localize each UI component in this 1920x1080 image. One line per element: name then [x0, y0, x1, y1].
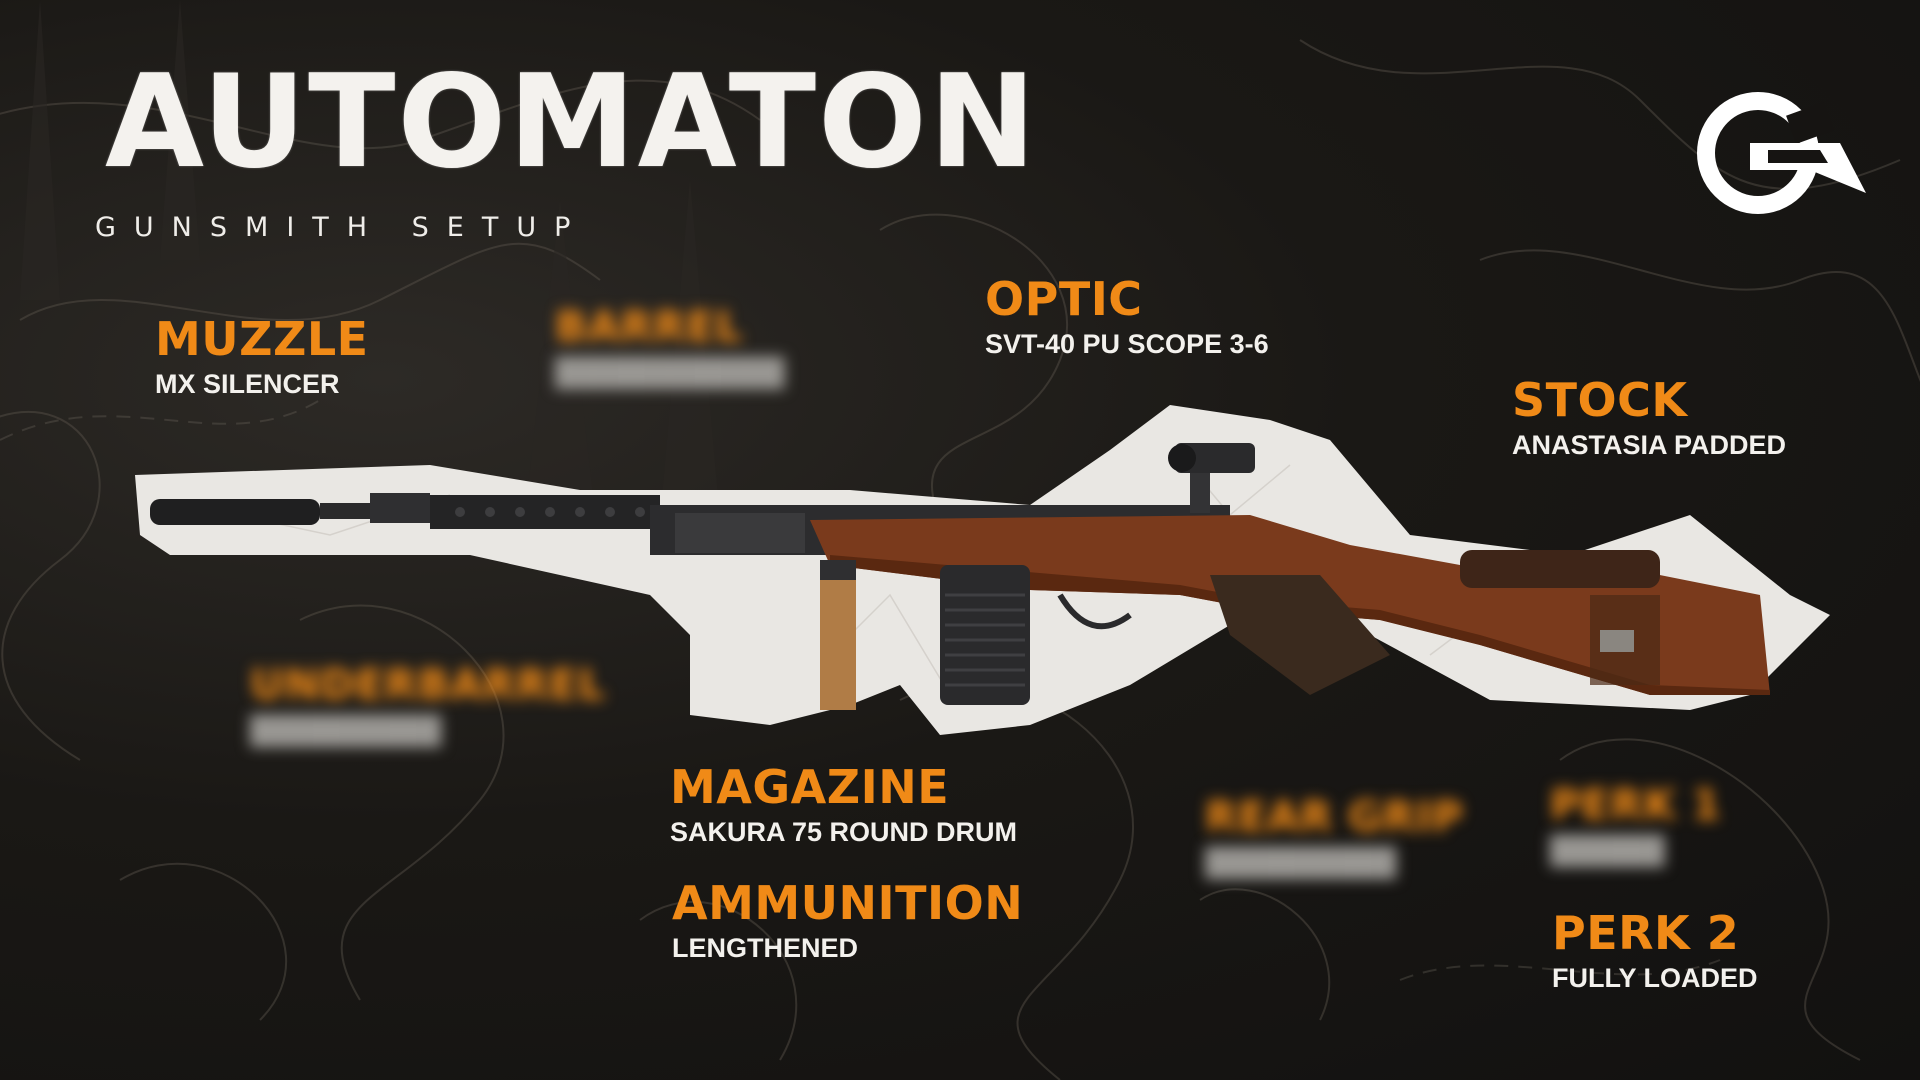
attachment-magazine: MAGAZINE SAKURA 75 ROUND DRUM	[670, 760, 1017, 848]
attachment-label: BARREL	[555, 302, 743, 351]
attachment-value: ██████████	[1205, 847, 1397, 877]
attachment-ammunition: AMMUNITION LENGTHENED	[672, 876, 1023, 964]
front-magazine	[820, 560, 856, 710]
attachment-value: SVT-40 PU SCOPE 3-6	[985, 329, 1269, 359]
attachment-rear-grip-hidden: REAR GRIP ██████████	[1205, 790, 1463, 878]
attachment-label: UNDERBARREL	[250, 660, 606, 709]
attachment-value: ██████████	[250, 715, 442, 745]
attachment-value: ANASTASIA PADDED	[1512, 430, 1787, 460]
attachment-stock: STOCK ANASTASIA PADDED	[1512, 373, 1786, 461]
page-subtitle: GUNSMITH SETUP	[95, 212, 589, 243]
silencer	[150, 499, 320, 525]
attachment-label: PERK 1	[1550, 780, 1722, 829]
attachment-label: REAR GRIP	[1205, 792, 1464, 841]
attachment-barrel-hidden: BARREL ████████████	[555, 300, 785, 388]
attachment-label: PERK 2	[1552, 906, 1740, 960]
attachment-label: AMMUNITION	[672, 876, 1024, 930]
attachment-value: ██████	[1550, 835, 1665, 865]
attachment-perk-2: PERK 2 FULLY LOADED	[1552, 906, 1758, 994]
attachment-label: STOCK	[1512, 373, 1688, 427]
attachment-muzzle: MUZZLE MX SILENCER	[155, 312, 369, 400]
stock-pad	[1460, 550, 1660, 588]
attachment-value: MX SILENCER	[155, 369, 340, 399]
attachment-underbarrel-hidden: UNDERBARREL ██████████	[250, 658, 605, 746]
ec-logo-icon	[1697, 92, 1866, 214]
attachment-label: MAGAZINE	[670, 760, 950, 814]
attachment-value: SAKURA 75 ROUND DRUM	[670, 817, 1018, 847]
page-title: AUTOMATON	[105, 48, 1038, 197]
attachment-optic: OPTIC SVT-40 PU SCOPE 3-6	[985, 272, 1269, 360]
weapon-illustration	[135, 405, 1830, 735]
attachment-value: FULLY LOADED	[1552, 963, 1758, 993]
attachment-perk1-hidden: PERK 1 ██████	[1550, 778, 1721, 866]
attachment-label: OPTIC	[985, 272, 1143, 326]
scope	[1175, 443, 1255, 473]
attachment-label: MUZZLE	[155, 312, 369, 366]
attachment-value: ████████████	[555, 357, 785, 387]
attachment-value: LENGTHENED	[672, 933, 859, 963]
